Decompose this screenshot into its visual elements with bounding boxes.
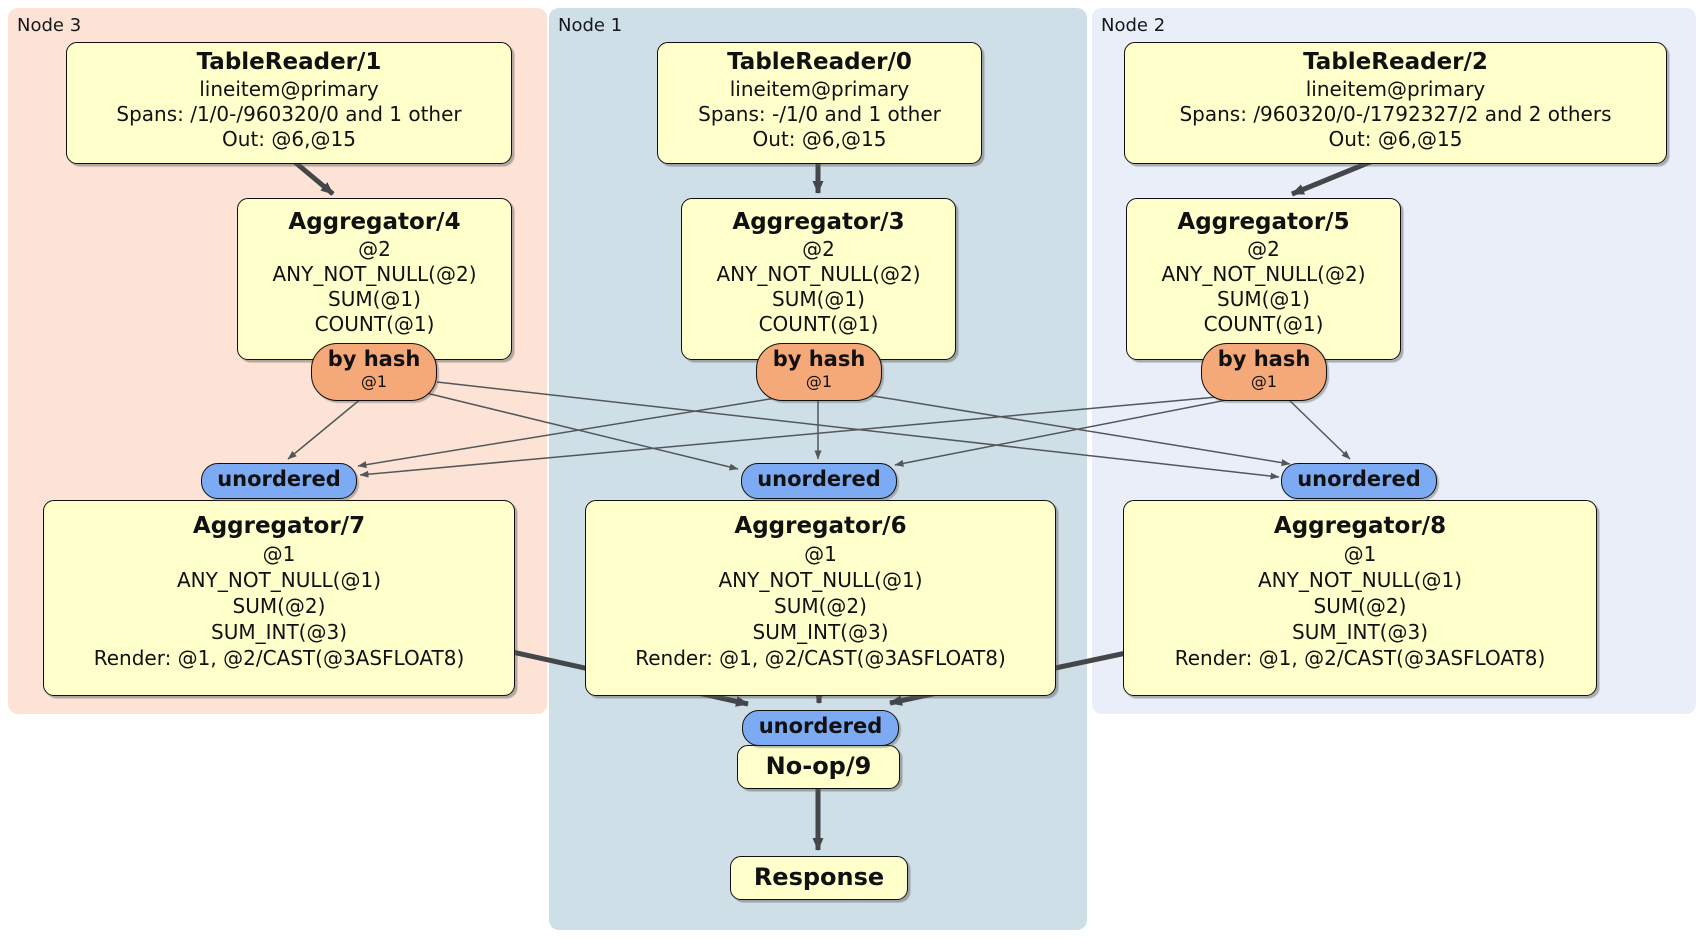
aggregator-4-fn1: ANY_NOT_NULL(@2) [272, 262, 477, 286]
aggregator-4-group: @2 [358, 237, 391, 261]
aggregator-6-render: Render: @1, @2/CAST(@3ASFLOAT8) [635, 646, 1006, 670]
tablereader-1-index: lineitem@primary [199, 77, 379, 101]
aggregator-5-group: @2 [1247, 237, 1280, 261]
aggregator-3-group: @2 [802, 237, 835, 261]
aggregator-7-group: @1 [262, 542, 296, 566]
noop-9-box: No-op/9 [737, 745, 900, 789]
panel-node-1-label: Node 1 [558, 15, 623, 36]
tablereader-0-box: TableReader/0 lineitem@primary Spans: -/… [657, 42, 982, 164]
aggregator-6-fn1: ANY_NOT_NULL(@1) [718, 568, 923, 592]
aggregator-6-fn2: SUM(@2) [774, 594, 867, 618]
response-box: Response [730, 856, 908, 900]
edge-byhash2-unordered2 [1286, 397, 1351, 460]
byhash-node1-key: @1 [805, 372, 833, 391]
aggregator-4-box: Aggregator/4 @2 ANY_NOT_NULL(@2) SUM(@1)… [237, 198, 512, 360]
aggregator-7-fn2: SUM(@2) [232, 594, 326, 618]
aggregator-7-render: Render: @1, @2/CAST(@3ASFLOAT8) [93, 646, 465, 670]
aggregator-8-fn3: SUM_INT(@3) [1292, 620, 1428, 644]
aggregator-5-title: Aggregator/5 [1177, 209, 1350, 235]
aggregator-6-group: @1 [804, 542, 837, 566]
tablereader-2-title: TableReader/2 [1303, 49, 1488, 75]
edge-byhash3-unordered3 [287, 397, 363, 460]
aggregator-3-fn3: COUNT(@1) [758, 312, 879, 336]
aggregator-5-fn2: SUM(@1) [1217, 287, 1310, 311]
byhash-router-node3: by hash @1 [311, 343, 437, 401]
aggregator-7-box: Aggregator/7 @1 ANY_NOT_NULL(@1) SUM(@2)… [43, 500, 515, 696]
byhash-router-node1: by hash @1 [756, 343, 882, 401]
byhash-node1-label: by hash [772, 347, 866, 371]
tablereader-1-title: TableReader/1 [196, 49, 382, 75]
tablereader-2-out: Out: @6,@15 [1328, 127, 1463, 151]
tablereader-1-spans: Spans: /1/0-/960320/0 and 1 other [116, 102, 462, 126]
unordered-stream-node1: unordered [741, 463, 897, 499]
byhash-node2-label: by hash [1217, 347, 1311, 371]
tablereader-0-out: Out: @6,@15 [752, 127, 887, 151]
edge-tablereader2-aggregator5 [1291, 155, 1381, 197]
tablereader-0-index: lineitem@primary [729, 77, 910, 101]
edge-byhash2-unordered1 [894, 396, 1243, 467]
unordered-node2-label: unordered [1297, 467, 1421, 491]
unordered-node1-label: unordered [757, 467, 881, 491]
aggregator-4-title: Aggregator/4 [288, 209, 461, 235]
tablereader-1-out: Out: @6,@15 [222, 127, 356, 151]
edge-tablereader1-aggregator4 [288, 156, 335, 196]
tablereader-0-spans: Spans: -/1/0 and 1 other [698, 102, 941, 126]
aggregator-3-box: Aggregator/3 @2 ANY_NOT_NULL(@2) SUM(@1)… [681, 198, 956, 360]
aggregator-5-fn3: COUNT(@1) [1203, 312, 1324, 336]
aggregator-6-fn3: SUM_INT(@3) [752, 620, 889, 644]
aggregator-8-box: Aggregator/8 @1 ANY_NOT_NULL(@1) SUM(@2)… [1123, 500, 1597, 696]
aggregator-4-fn2: SUM(@1) [328, 287, 421, 311]
tablereader-2-box: TableReader/2 lineitem@primary Spans: /9… [1124, 42, 1667, 164]
aggregator-7-title: Aggregator/7 [192, 513, 366, 539]
aggregator-8-group: @1 [1343, 542, 1377, 566]
edge-byhash2-unordered3 [359, 395, 1229, 478]
unordered-stream-node3: unordered [201, 463, 357, 499]
panel-node-3-label: Node 3 [17, 15, 82, 36]
response-title: Response [753, 863, 885, 891]
aggregator-5-box: Aggregator/5 @2 ANY_NOT_NULL(@2) SUM(@1)… [1126, 198, 1401, 360]
unordered-stream-final: unordered [742, 710, 899, 746]
aggregator-7-fn1: ANY_NOT_NULL(@1) [177, 568, 381, 592]
aggregator-8-title: Aggregator/8 [1273, 513, 1447, 539]
panel-node-2-label: Node 2 [1101, 15, 1166, 36]
aggregator-6-title: Aggregator/6 [734, 513, 907, 539]
byhash-node3-label: by hash [327, 347, 421, 371]
edge-byhash1-unordered2 [854, 392, 1291, 467]
unordered-stream-node2: unordered [1281, 463, 1437, 499]
byhash-router-node2: by hash @1 [1201, 343, 1327, 401]
aggregator-8-fn2: SUM(@2) [1313, 594, 1407, 618]
aggregator-3-fn1: ANY_NOT_NULL(@2) [716, 262, 921, 286]
aggregator-4-fn3: COUNT(@1) [314, 312, 435, 336]
aggregator-6-box: Aggregator/6 @1 ANY_NOT_NULL(@1) SUM(@2)… [585, 500, 1056, 696]
noop-9-title: No-op/9 [765, 752, 872, 780]
byhash-node3-key: @1 [360, 372, 388, 391]
aggregator-7-fn3: SUM_INT(@3) [211, 620, 347, 644]
unordered-node3-label: unordered [217, 467, 341, 491]
tablereader-2-spans: Spans: /960320/0-/1792327/2 and 2 others [1179, 102, 1612, 126]
aggregator-3-title: Aggregator/3 [732, 209, 905, 235]
tablereader-2-index: lineitem@primary [1305, 77, 1486, 101]
tablereader-0-title: TableReader/0 [727, 49, 912, 75]
tablereader-1-box: TableReader/1 lineitem@primary Spans: /1… [66, 42, 512, 164]
unordered-final-label: unordered [758, 714, 883, 738]
aggregator-8-fn1: ANY_NOT_NULL(@1) [1258, 568, 1462, 592]
aggregator-8-render: Render: @1, @2/CAST(@3ASFLOAT8) [1174, 646, 1546, 670]
aggregator-5-fn1: ANY_NOT_NULL(@2) [1161, 262, 1366, 286]
byhash-node2-key: @1 [1250, 372, 1278, 391]
aggregator-3-fn2: SUM(@1) [772, 287, 865, 311]
edge-byhash1-unordered3 [357, 396, 783, 469]
